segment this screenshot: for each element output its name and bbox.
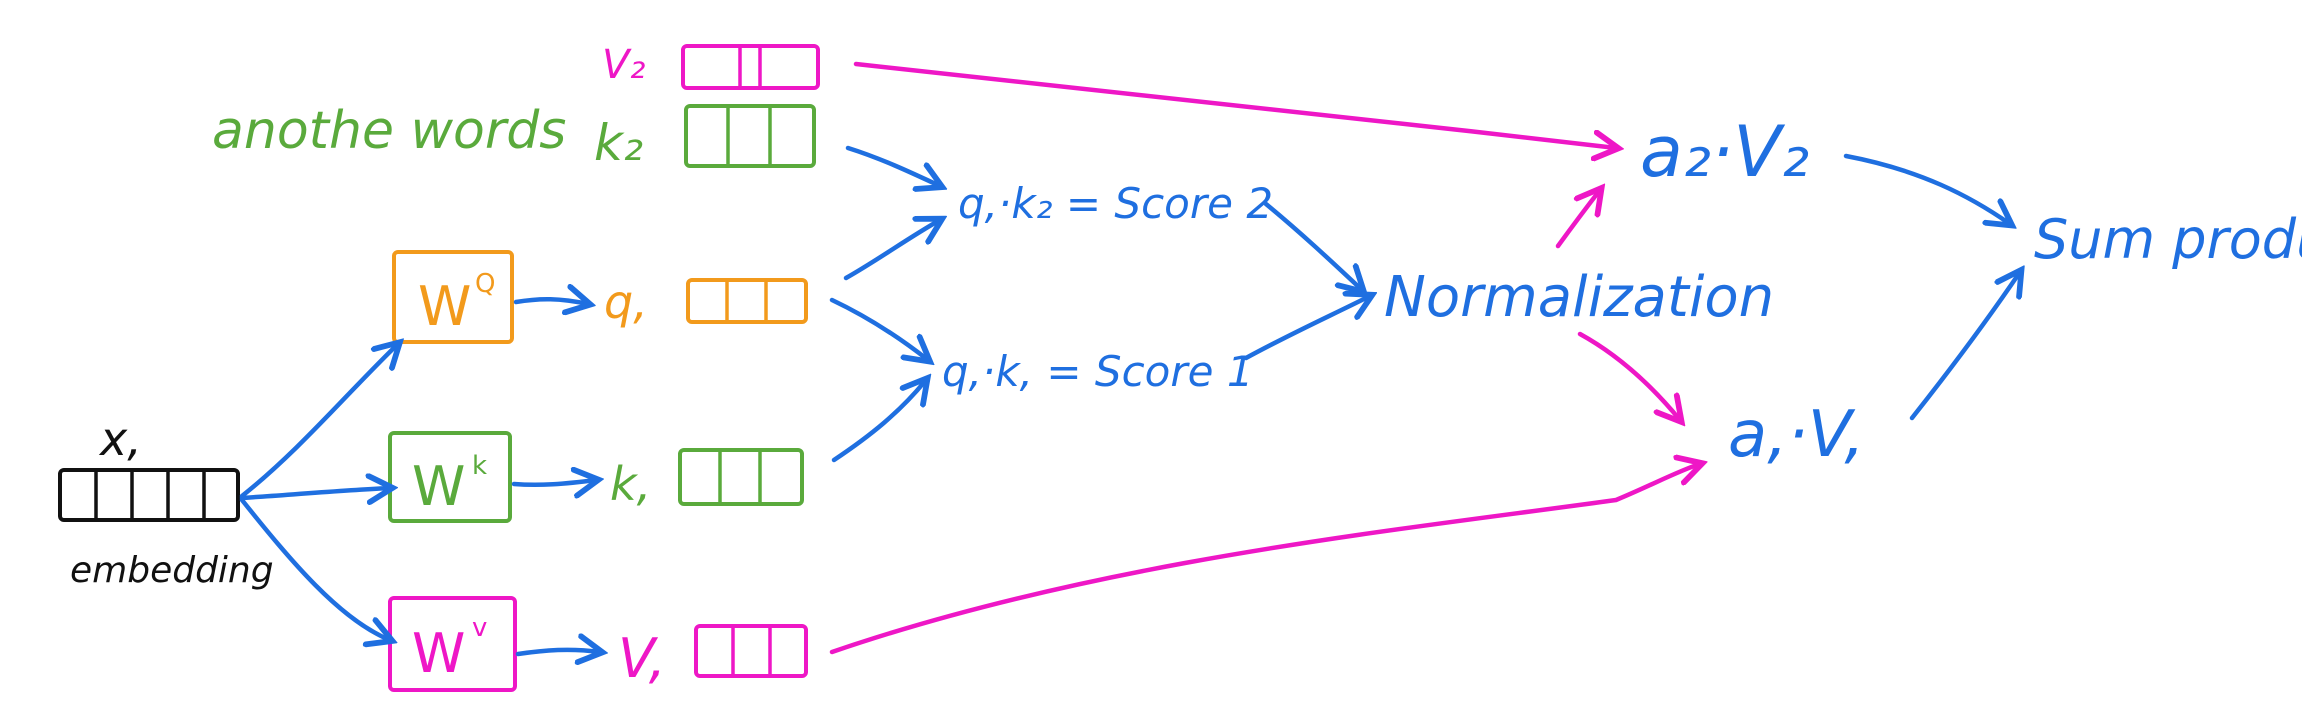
normalization-label: Normalization [1384,265,1774,330]
weight-key-sup: k [472,451,487,481]
arrow-wk-to-k1 [511,480,596,485]
weight-query-sup: Q [475,269,495,299]
vector-v2: V₂ [602,42,820,90]
embedding-vector [58,468,240,522]
vector-k1-label: k, [610,457,651,511]
vector-k2-box [684,104,816,168]
arrow-score1-to-normalization [1243,296,1370,361]
score1-expression: q,·k, = Score 1 [942,347,1254,396]
arrow-wv-to-v1 [515,650,600,654]
vector-q1: q, [604,275,808,329]
vector-v2-box [681,44,820,90]
weight-value: W v [388,596,517,692]
arrow-normalization-to-a2v2 [1555,190,1600,249]
weight-query-box [392,250,514,344]
vector-q1-label: q, [604,275,648,329]
arrow-wq-to-q1 [513,299,588,304]
arrow-embedding-to-wv [239,497,390,640]
embedding-caption: embedding [70,550,274,591]
vector-v1-label: V, [618,627,666,690]
arrow-v2-to-a2v2 [853,61,1616,148]
vector-v2-label: V₂ [602,42,645,88]
arrow-score2-to-normalization [1263,201,1362,290]
weight-key: W k [388,431,512,523]
score2-expression: q,·k₂ = Score 2 [958,179,1273,228]
weight-query-label: W [418,275,471,338]
arrow-q1-to-score1 [829,297,928,360]
arrow-q1-to-score2 [843,220,940,281]
vector-v1: V, [618,624,808,690]
sum-product-label: Sum product [2034,208,2302,271]
vector-q1-box [686,278,808,324]
a1v1-label: a,·V, [1728,398,1865,472]
arrow-a1v1-to-sum [1909,272,2020,421]
arrow-a2v2-to-sum [1843,153,2010,224]
other-words-label: anothe words [212,101,566,161]
arrow-embedding-to-wq [239,344,398,499]
weight-value-label: W [412,622,465,685]
a2v2-label: a₂·V₂ [1640,111,1809,193]
vector-k2-label: k₂ [594,114,643,172]
arrow-k2-to-score2 [845,145,940,186]
weight-key-label: W [412,455,465,518]
input-label: x, [98,412,142,466]
arrow-k1-to-score1 [831,380,926,463]
vector-k2: k₂ [594,104,816,172]
weight-query: W Q [392,250,514,344]
weight-value-sup: v [472,613,487,643]
vector-v1-box [694,624,808,678]
arrow-embedding-to-wk [239,488,390,498]
arrow-normalization-to-a1v1 [1577,331,1680,420]
input-embedding: x, embedding [58,412,274,591]
arrow-v1-to-a1v1 [829,464,1700,655]
vector-k1: k, [610,448,804,511]
vector-k1-box [678,448,804,506]
